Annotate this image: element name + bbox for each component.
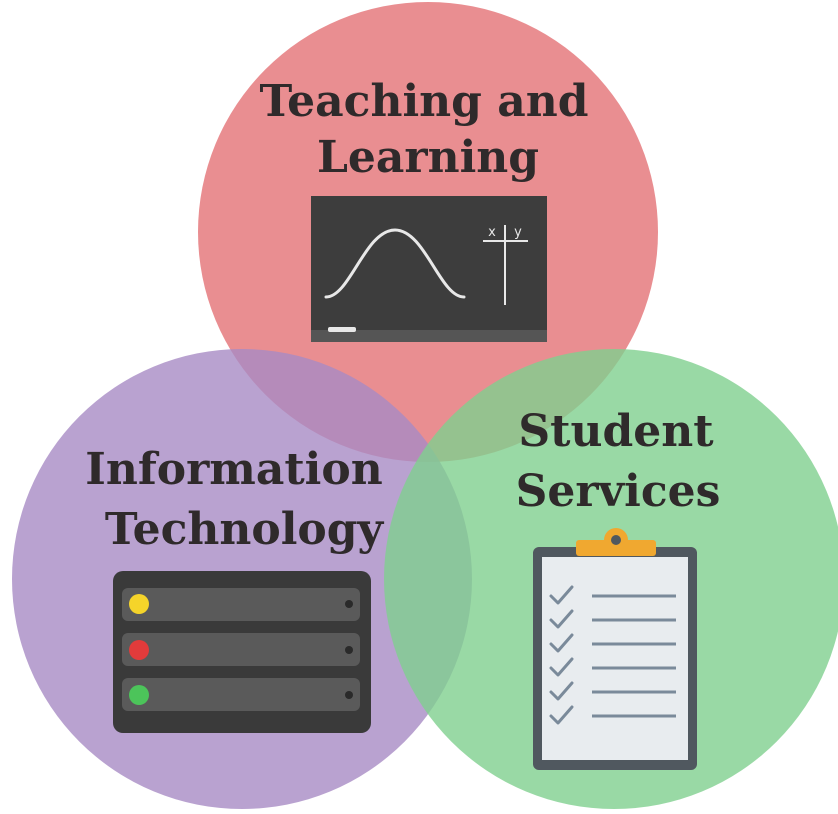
checkmark-icon (549, 681, 574, 701)
checklist (549, 585, 676, 725)
status-light-yellow (129, 594, 149, 614)
it-label-line1: Information (85, 444, 382, 495)
server-rack-icon (113, 571, 371, 733)
board-mark-x: x (488, 225, 496, 240)
server-unit-3 (122, 678, 360, 711)
status-light-red (129, 640, 149, 660)
student-label-line1: Student (518, 406, 714, 457)
it-label-line2: Technology (105, 504, 385, 555)
server-unit-2 (122, 633, 360, 666)
checkmark-icon (549, 633, 574, 653)
student-label-line2: Services (516, 466, 721, 517)
chalkboard-icon: x y (311, 196, 547, 342)
clipboard-checklist-icon (533, 528, 697, 770)
checkmark-icon (549, 609, 574, 629)
checkmark-icon (549, 657, 574, 677)
status-light-green (129, 685, 149, 705)
server-unit-1 (122, 588, 360, 621)
checkmark-icon (549, 705, 574, 725)
teaching-label-line2: Learning (317, 132, 539, 183)
checkmark-icon (549, 585, 574, 605)
teaching-label-line1: Teaching and (259, 76, 588, 127)
board-mark-y: y (514, 225, 522, 240)
